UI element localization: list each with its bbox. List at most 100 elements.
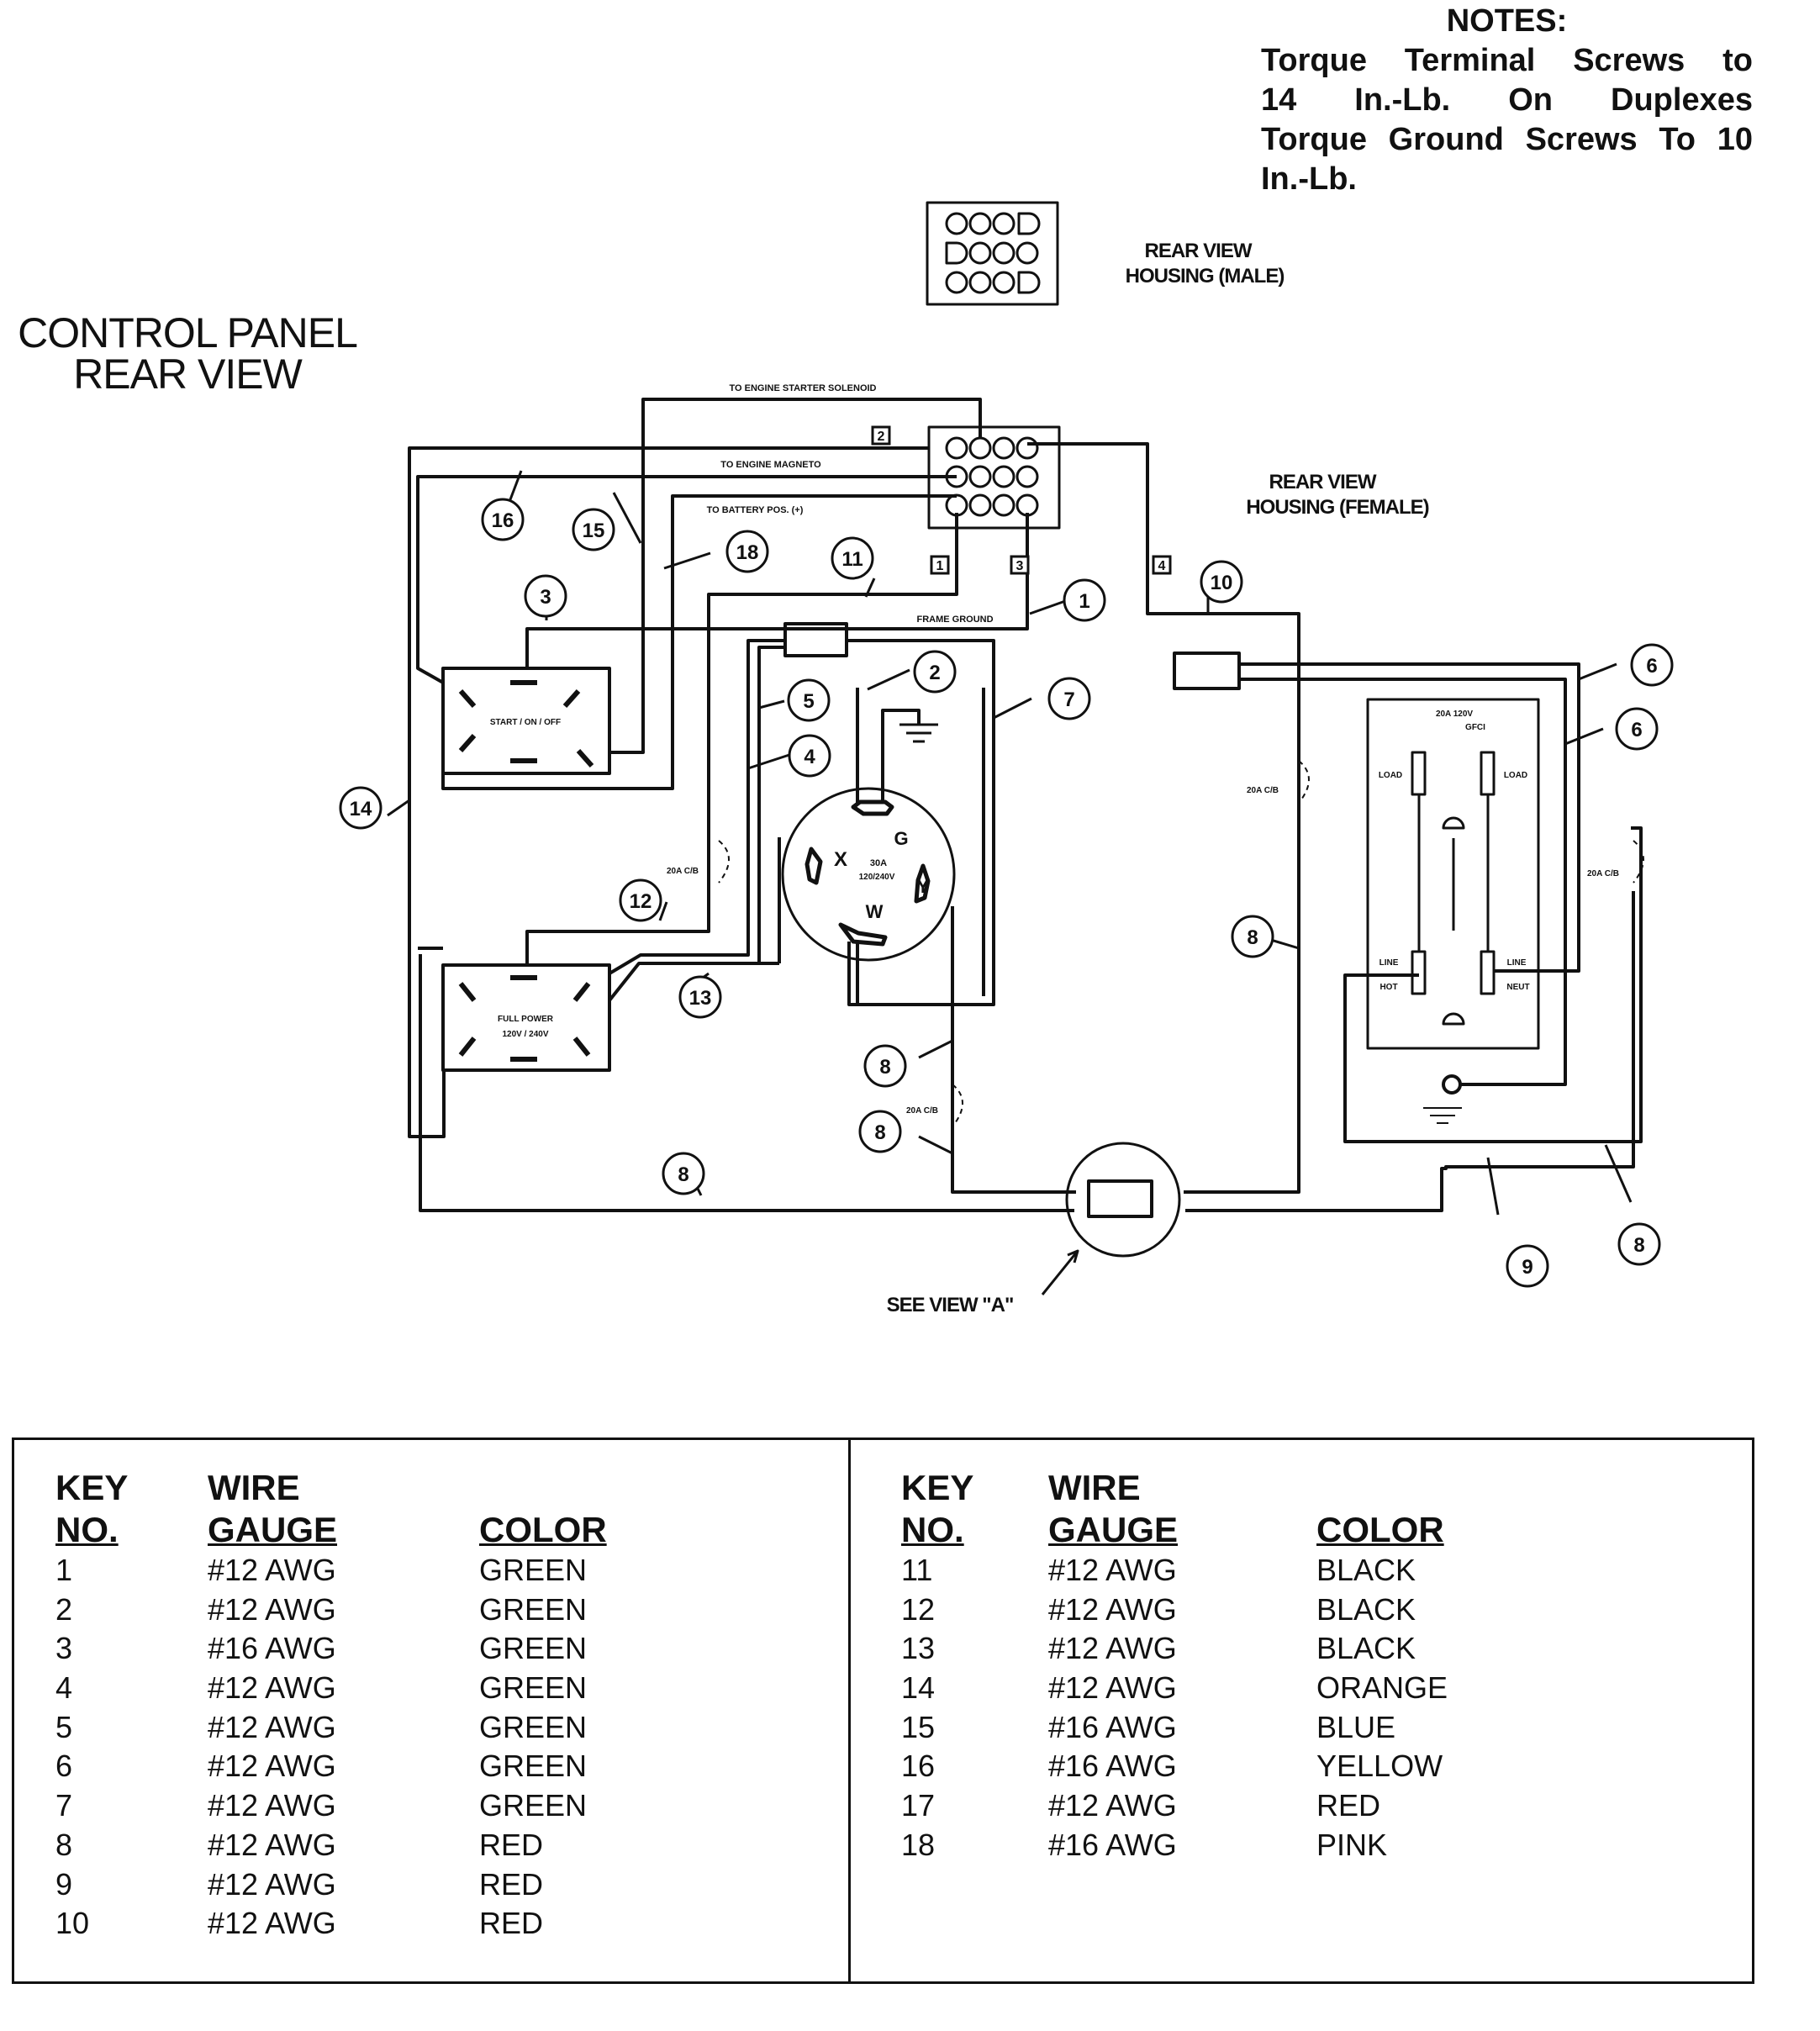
wire-color-cell: GREEN bbox=[479, 1591, 588, 1627]
callout-number: 3 bbox=[540, 586, 551, 609]
fuse-block-bottom bbox=[1087, 1179, 1153, 1218]
callout-number: 8 bbox=[874, 1121, 885, 1144]
receptacle-voltage: 120/240V bbox=[859, 873, 895, 882]
key-no-cell: 16 bbox=[901, 1749, 936, 1784]
wire-gauge-cell: #16 AWG bbox=[1048, 1709, 1177, 1744]
notes-line-4: In.-Lb. bbox=[1261, 161, 1357, 197]
callout-circle bbox=[1047, 677, 1091, 720]
receptacle-slots bbox=[804, 799, 931, 947]
callout-1: 16 bbox=[481, 498, 525, 541]
key-no-cell: 13 bbox=[901, 1631, 936, 1666]
wire-17 bbox=[1185, 891, 1635, 1212]
wire-gauge-cell: #12 AWG bbox=[208, 1749, 336, 1784]
header-gauge-line2-right: GAUGE bbox=[1048, 1510, 1179, 1549]
wire-gauge-cell: #12 AWG bbox=[208, 1670, 336, 1706]
callout-2: 15 bbox=[572, 508, 615, 551]
panel-title: CONTROL PANEL REAR VIEW bbox=[7, 309, 368, 395]
wire-color-cell: RED bbox=[479, 1906, 544, 1941]
wire-gauge-cell: #12 AWG bbox=[208, 1553, 336, 1587]
key-no-cell: 10 bbox=[55, 1906, 90, 1941]
callout-4: 11 bbox=[831, 536, 874, 580]
wire-gauge-cell: #12 AWG bbox=[1048, 1788, 1177, 1823]
wire-gauge-cell: #16 AWG bbox=[1048, 1827, 1177, 1862]
callout-number: 5 bbox=[803, 690, 814, 713]
header-key-line2-right: NO. bbox=[901, 1510, 964, 1549]
callout-5: 3 bbox=[524, 574, 567, 618]
callout-number: 18 bbox=[736, 541, 759, 564]
receptacle-rating: 30A bbox=[870, 858, 887, 868]
callout-11: 4 bbox=[788, 734, 831, 778]
callout-circle bbox=[1615, 707, 1659, 751]
gfci-body bbox=[1366, 698, 1540, 1050]
wire-starter bbox=[609, 398, 982, 754]
key-no-cell: 17 bbox=[901, 1788, 936, 1823]
view-a-circle bbox=[1065, 1142, 1181, 1258]
wire-color-cell: GREEN bbox=[479, 1749, 588, 1784]
full-power-switch-terminals bbox=[458, 975, 591, 1062]
callout-13: 6 bbox=[1615, 707, 1659, 751]
ground-symbol bbox=[899, 723, 938, 743]
callout-circle bbox=[662, 1152, 705, 1195]
gfci-terminals bbox=[1411, 751, 1496, 1026]
callout-number: 12 bbox=[630, 890, 652, 913]
gfci-neut: NEUT bbox=[1506, 983, 1529, 992]
callout-number: 15 bbox=[583, 520, 605, 542]
callout-circle bbox=[524, 574, 567, 618]
callout-16: 13 bbox=[678, 975, 722, 1019]
wire-12 bbox=[525, 874, 710, 965]
callout-circle bbox=[787, 678, 831, 722]
callout-circle bbox=[1630, 643, 1674, 687]
callout-number: 6 bbox=[1646, 655, 1657, 678]
wire-key-table bbox=[12, 1438, 1754, 1984]
key-no-cell: 8 bbox=[55, 1827, 73, 1862]
female-housing-pins bbox=[945, 436, 1039, 517]
gfci-ground-lug bbox=[1442, 1074, 1462, 1095]
box-number-4: 4 bbox=[1158, 559, 1166, 573]
wire-11 bbox=[707, 513, 958, 923]
key-no-cell: 3 bbox=[55, 1631, 73, 1666]
wire-gauge-cell: #12 AWG bbox=[208, 1591, 336, 1627]
header-gauge-line1: WIRE bbox=[208, 1468, 300, 1507]
key-no-cell: 11 bbox=[901, 1553, 933, 1587]
wire-color-cell: GREEN bbox=[479, 1788, 588, 1823]
gfci-line-right: LINE bbox=[1507, 958, 1527, 968]
key-no-cell: 7 bbox=[55, 1788, 73, 1823]
callout-circle bbox=[831, 536, 874, 580]
notes-line-3: Torque Ground Screws To 10 bbox=[1261, 122, 1753, 157]
wire-9 bbox=[419, 954, 1074, 1212]
wire-color-cell: RED bbox=[479, 1866, 544, 1902]
wire-gauge-cell: #12 AWG bbox=[1048, 1670, 1177, 1706]
callout-circle bbox=[1506, 1244, 1549, 1288]
wire-color-cell: BLUE bbox=[1316, 1709, 1396, 1744]
receptacle-g: G bbox=[894, 828, 908, 849]
label-full-power-1: FULL POWER bbox=[498, 1015, 554, 1024]
gfci-load-right: LOAD bbox=[1504, 771, 1527, 780]
callout-number: 8 bbox=[1247, 926, 1258, 949]
wire-gauge-cell: #12 AWG bbox=[208, 1788, 336, 1823]
label-frame-ground: FRAME GROUND bbox=[916, 615, 993, 625]
callout-19: 8 bbox=[858, 1110, 902, 1153]
wire-gauge-cell: #12 AWG bbox=[1048, 1631, 1177, 1666]
callout-circle bbox=[619, 878, 662, 922]
wire-to-gfci-6b bbox=[1239, 678, 1567, 1086]
panel-title-line-1: CONTROL PANEL bbox=[18, 309, 358, 356]
callout-circle bbox=[913, 650, 957, 694]
callout-8: 2 bbox=[913, 650, 957, 694]
table-row: 7 #12 AWG GREEN bbox=[55, 1786, 812, 1826]
callout-17: 8 bbox=[863, 1044, 907, 1088]
box-number-1: 1 bbox=[936, 559, 944, 573]
callout-7: 10 bbox=[1200, 560, 1243, 604]
callout-circle bbox=[1617, 1222, 1661, 1266]
callout-circle bbox=[858, 1110, 902, 1153]
callout-circle bbox=[788, 734, 831, 778]
